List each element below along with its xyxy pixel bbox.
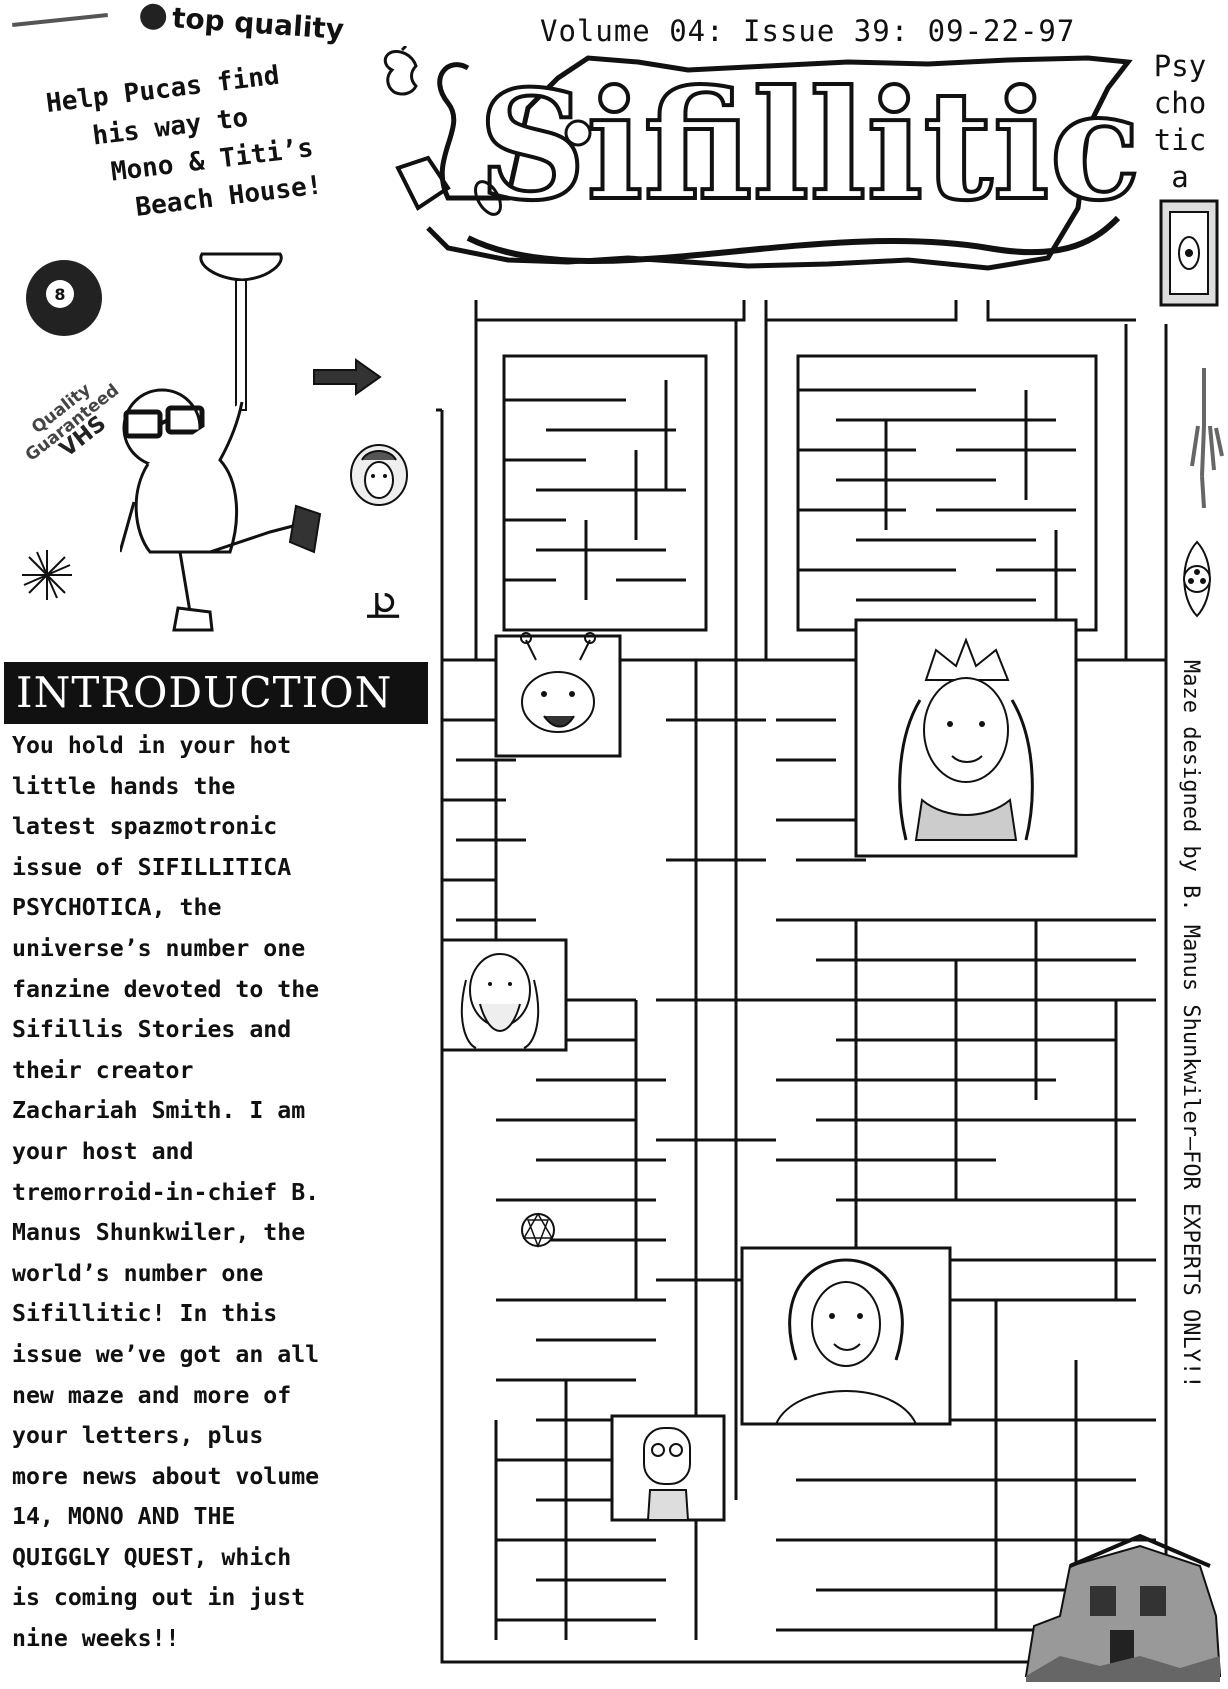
enneagram-icon bbox=[521, 1212, 555, 1249]
issue-line: Volume 04: Issue 39: 09-22-97 bbox=[540, 14, 1076, 48]
plunger-character-icon bbox=[120, 252, 322, 632]
beach-house-icon bbox=[1024, 1533, 1222, 1682]
quality-guaranteed-badge: Quality Guaranteed VHS bbox=[21, 379, 124, 466]
robot-portrait-icon bbox=[610, 1414, 726, 1522]
eight-ball-icon: 8 bbox=[26, 260, 102, 336]
maze-credit: Maze designed by B. Manus Shunkwiler—FOR… bbox=[1178, 660, 1203, 1389]
side-title-word: Psy cho tic a bbox=[1153, 49, 1207, 194]
apple-core-icon bbox=[383, 46, 418, 96]
woman-portrait-icon bbox=[740, 1246, 952, 1426]
skull-icon bbox=[139, 2, 168, 31]
maze-instructions: Help Pucas find his way to Mono & Titi’s… bbox=[44, 60, 324, 223]
title-art-text: Sifillitica bbox=[478, 58, 1138, 234]
dog-portrait-icon bbox=[494, 632, 622, 758]
princess-portrait-icon bbox=[854, 618, 1078, 858]
title-logo: Sifillitica bbox=[395, 55, 1138, 271]
woman-face-sticker-icon bbox=[350, 444, 408, 506]
maze[interactable] bbox=[436, 300, 1172, 1664]
top-quality-label: top quality bbox=[139, 0, 345, 46]
old-man-portrait-icon bbox=[440, 938, 568, 1052]
eight-ball-number: 8 bbox=[54, 285, 65, 304]
introduction-body: You hold in your hot little hands the la… bbox=[12, 732, 320, 1653]
hook-glyph-icon: ♃ bbox=[356, 585, 408, 626]
vhs-tape-icon bbox=[1159, 199, 1219, 307]
arrow-right-icon bbox=[313, 358, 382, 396]
skeleton-hand-icon bbox=[1190, 368, 1224, 509]
film-reel-eye-icon bbox=[1183, 540, 1211, 618]
ink-smudge bbox=[12, 12, 108, 28]
introduction-heading: INTRODUCTION bbox=[4, 662, 428, 724]
starburst-icon bbox=[22, 550, 72, 600]
